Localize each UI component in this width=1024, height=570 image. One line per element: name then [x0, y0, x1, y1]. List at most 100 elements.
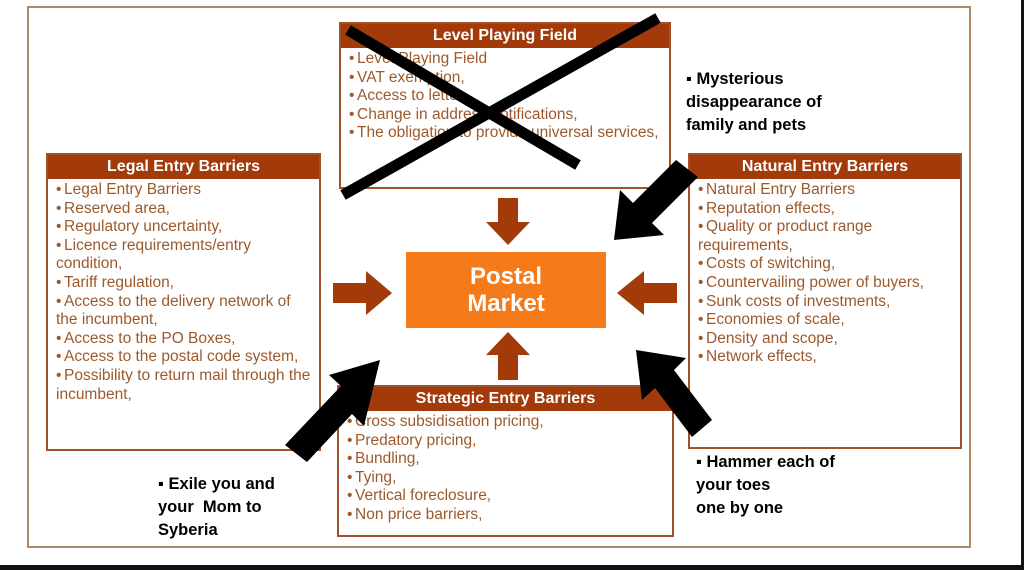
list-item: •The obligation to provide universal ser… — [349, 124, 663, 143]
bullet-icon: • — [56, 236, 62, 254]
list-item: •Reserved area, — [56, 200, 313, 219]
item-text: Legal Entry Barriers — [64, 181, 201, 198]
market-line-2: Market — [467, 290, 545, 317]
list-item: •Economies of scale, — [698, 311, 954, 330]
natural-entry-barriers-box: Natural Entry Barriers •Natural Entry Ba… — [688, 153, 962, 449]
item-text: Access to the delivery network of the in… — [56, 292, 291, 329]
list-item: •Density and scope, — [698, 330, 954, 349]
item-text: Non price barriers, — [355, 505, 483, 523]
note-bottom-left: ▪ Exile you and your Mom to Syberia — [158, 475, 275, 539]
square-bullet-icon: ▪ — [158, 475, 164, 493]
list-item: •Access to the PO Boxes, — [56, 330, 313, 349]
list-item: •Vertical foreclosure, — [347, 487, 666, 506]
item-text: Quality or product range requirements, — [698, 218, 873, 254]
bullet-icon: • — [698, 329, 704, 347]
item-text: Possibility to return mail through the i… — [56, 366, 311, 403]
item-text: Access to the postal code system, — [64, 348, 299, 366]
bullet-icon: • — [698, 199, 704, 217]
bullet-icon: • — [698, 218, 704, 236]
list-item: •Change in address notifications, — [349, 106, 663, 125]
item-text: Tariff regulation, — [64, 273, 174, 291]
box-items: •Level Playing Field•VAT exemption,•Acce… — [341, 48, 669, 143]
list-item: •Access to the delivery network of the i… — [56, 293, 313, 330]
bullet-icon: • — [349, 105, 355, 123]
item-text: Tying, — [355, 468, 397, 486]
list-item: •Quality or product range requirements, — [698, 218, 954, 255]
note-top-right: ▪ Mysterious disappearance of family and… — [686, 70, 822, 134]
box-title: Natural Entry Barriers — [690, 155, 960, 179]
list-item: •Natural Entry Barriers — [698, 181, 954, 200]
bullet-icon: • — [56, 181, 62, 198]
item-text: Countervailing power of buyers, — [706, 273, 924, 291]
bullet-icon: • — [698, 292, 704, 310]
box-items: •Legal Entry Barriers•Reserved area,•Reg… — [48, 179, 319, 404]
list-item: •Regulatory uncertainty, — [56, 218, 313, 237]
market-line-1: Postal — [469, 263, 543, 290]
bullet-icon: • — [347, 413, 353, 430]
item-text: Access to the PO Boxes, — [64, 329, 236, 347]
square-bullet-icon: ▪ — [686, 70, 692, 88]
item-text: Licence requirements/entry condition, — [56, 236, 251, 273]
list-item: •Network effects, — [698, 348, 954, 367]
list-item: •Tying, — [347, 469, 666, 488]
item-text: Reserved area, — [64, 199, 170, 217]
cross-out-line-icon — [340, 13, 661, 200]
black-arrow-up-left-icon — [636, 350, 712, 437]
bullet-icon: • — [56, 292, 62, 310]
bullet-icon: • — [698, 311, 704, 329]
item-text: Reputation effects, — [706, 199, 835, 217]
list-item: •Cross subsidisation pricing, — [347, 413, 666, 432]
item-text: Access to letter — [357, 87, 463, 105]
bullet-icon: • — [347, 450, 353, 468]
arrow-left-icon — [617, 271, 677, 315]
arrow-up-icon — [486, 332, 530, 380]
bullet-icon: • — [56, 366, 62, 384]
list-item: •Predatory pricing, — [347, 432, 666, 451]
black-arrow-down-left-icon — [614, 160, 698, 240]
list-item: •Costs of switching, — [698, 255, 954, 274]
box-title: Legal Entry Barriers — [48, 155, 319, 179]
item-text: Natural Entry Barriers — [706, 181, 856, 198]
outer-frame — [27, 6, 971, 548]
bullet-icon: • — [698, 348, 704, 366]
list-item: •Licence requirements/entry condition, — [56, 237, 313, 274]
item-text: Predatory pricing, — [355, 431, 477, 449]
item-text: Economies of scale, — [706, 311, 845, 329]
item-text: Network effects, — [706, 348, 817, 366]
list-item: •Access to letter — [349, 87, 663, 106]
box-title: Strategic Entry Barriers — [339, 387, 672, 411]
strategic-entry-barriers-box: Strategic Entry Barriers •Cross subsidis… — [337, 385, 674, 537]
item-text: Costs of switching, — [706, 255, 836, 273]
bullet-icon: • — [698, 273, 704, 291]
list-item: •Legal Entry Barriers — [56, 181, 313, 200]
list-item: •Access to the postal code system, — [56, 348, 313, 367]
bullet-icon: • — [347, 468, 353, 486]
arrow-right-icon — [333, 271, 392, 315]
bullet-icon: • — [56, 273, 62, 291]
cross-out-line-icon — [345, 25, 581, 170]
item-text: Sunk costs of investments, — [706, 292, 891, 310]
bullet-icon: • — [698, 181, 704, 198]
bottom-edge — [0, 565, 1024, 570]
level-playing-field-box: Level Playing Field •Level Playing Field… — [339, 22, 671, 189]
item-text: Cross subsidisation pricing, — [355, 413, 544, 430]
postal-market-box: Postal Market — [406, 252, 606, 328]
note-bottom-right: ▪ Hammer each of your toes one by one — [696, 453, 835, 517]
list-item: •Reputation effects, — [698, 200, 954, 219]
bullet-icon: • — [347, 505, 353, 523]
item-text: Regulatory uncertainty, — [64, 218, 223, 236]
list-item: •Tariff regulation, — [56, 274, 313, 293]
bullet-icon: • — [347, 487, 353, 505]
bullet-icon: • — [56, 199, 62, 217]
square-bullet-icon: ▪ — [696, 453, 702, 471]
bullet-icon: • — [56, 348, 62, 366]
list-item: •Bundling, — [347, 450, 666, 469]
bullet-icon: • — [349, 87, 355, 105]
box-items: •Natural Entry Barriers•Reputation effec… — [690, 179, 960, 367]
bullet-icon: • — [56, 218, 62, 236]
bullet-icon: • — [698, 255, 704, 273]
list-item: •Countervailing power of buyers, — [698, 274, 954, 293]
black-arrow-up-right-icon — [285, 360, 380, 462]
bullet-icon: • — [349, 50, 355, 67]
bullet-icon: • — [56, 329, 62, 347]
